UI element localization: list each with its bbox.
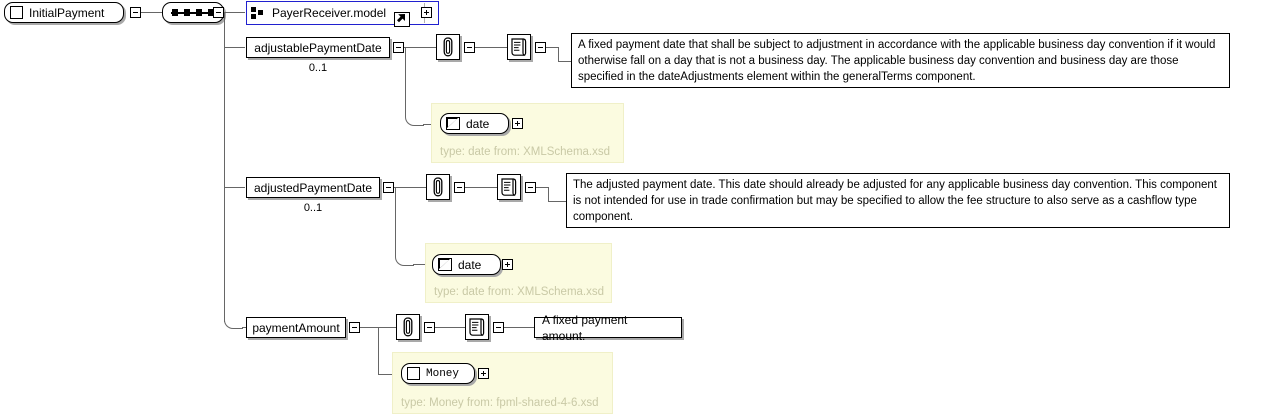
type-node-label: date — [458, 257, 482, 272]
branch-connector-payment-amount — [242, 327, 246, 328]
documentation-box-adjustable: A fixed payment date that shall be subje… — [571, 33, 1230, 88]
root-element-node[interactable]: InitialPayment — [4, 2, 124, 23]
type-panel-footer: type: Money from: fpml-shared-4-6.xsd — [401, 397, 599, 409]
branch-connector-adjusted — [224, 187, 245, 188]
payment-amount-collapse-toggle[interactable] — [349, 322, 360, 333]
sequence-dot — [172, 9, 178, 16]
complex-type-icon — [407, 367, 420, 380]
annotation-paperclip-tile-adjustable[interactable] — [436, 34, 460, 60]
sequence-collapse-toggle[interactable] — [213, 7, 224, 18]
group-reference-payer-receiver-model[interactable]: PayerReceiver.model — [246, 1, 439, 25]
element-label: adjustablePaymentDate — [254, 40, 382, 55]
payment-amount-documentation-toggle[interactable] — [493, 322, 504, 333]
connector-adjusted-to-type-elbow — [395, 247, 414, 266]
connector-adjustable-to-type-elbow — [405, 107, 424, 126]
goto-arrow-icon[interactable] — [394, 12, 410, 27]
group-icon — [251, 7, 264, 19]
group-reference-label: PayerReceiver.model — [272, 6, 387, 20]
sequence-bar — [171, 12, 217, 14]
type-node-label: date — [466, 116, 490, 131]
element-node-adjustable-payment-date[interactable]: adjustablePaymentDate — [246, 37, 390, 58]
branch-connector-adjustable — [224, 47, 245, 48]
documentation-box-payment-amount: A fixed payment amount. — [534, 313, 682, 343]
connector-adjusted-to-annotation — [394, 187, 426, 188]
tree-spine-elbow — [224, 310, 243, 329]
annotation-paperclip-tile-payment-amount[interactable] — [396, 314, 420, 340]
branch-connector-payer-receiver — [224, 12, 245, 13]
element-label: adjustedPaymentDate — [253, 180, 373, 195]
cardinality-label-adjustable: 0..1 — [308, 62, 328, 74]
connector-annotation-to-doc-adjustable — [475, 47, 507, 48]
connector-root-to-sequence — [141, 12, 162, 13]
adjustable-collapse-toggle[interactable] — [393, 42, 404, 53]
group-reference-expand-toggle[interactable] — [421, 7, 432, 18]
documentation-tile-payment-amount[interactable] — [465, 314, 489, 340]
payment-amount-annotation-toggle[interactable] — [424, 322, 435, 333]
connector-doc-drop-adjusted — [548, 187, 549, 201]
adjustable-annotation-toggle[interactable] — [464, 42, 475, 53]
sequence-dot — [196, 9, 202, 16]
simple-type-icon — [438, 258, 452, 271]
connector-payment-amount-type-stub — [378, 374, 392, 375]
connector-doc-enter-adjustable — [558, 61, 571, 62]
connector-adjustable-to-annotation — [404, 47, 436, 48]
connector-adjustable-type-stub — [423, 124, 437, 125]
connector-annotation-to-doc-payment-amount — [435, 327, 465, 328]
type-node-expand-toggle-money[interactable] — [478, 368, 489, 379]
connector-doc-enter-adjusted — [548, 201, 566, 202]
type-node-money[interactable]: Money — [401, 363, 475, 384]
type-node-expand-toggle-adjustable[interactable] — [512, 118, 523, 129]
root-element-label: InitialPayment — [29, 5, 105, 20]
connector-doc-stub-adjustable — [546, 47, 558, 48]
type-panel-footer: type: date from: XMLSchema.xsd — [434, 286, 605, 298]
adjusted-documentation-toggle[interactable] — [525, 182, 536, 193]
connector-doc-stub-payment-amount — [504, 327, 534, 328]
type-node-date-adjusted[interactable]: date — [432, 254, 501, 275]
type-node-label: Money — [426, 367, 460, 380]
connector-doc-drop-adjustable — [558, 47, 559, 61]
type-panel-payment-amount: type: Money from: fpml-shared-4-6.xsd — [392, 352, 613, 414]
tree-spine — [224, 12, 225, 322]
adjusted-annotation-toggle[interactable] — [454, 182, 465, 193]
documentation-box-adjusted: The adjusted payment date. This date sho… — [566, 173, 1230, 228]
annotation-paperclip-tile-adjusted[interactable] — [426, 174, 450, 200]
connector-adjustable-to-type — [405, 47, 406, 115]
type-panel-footer: type: date from: XMLSchema.xsd — [440, 146, 611, 158]
sequence-dot — [208, 9, 214, 16]
connector-payment-amount-to-annotation — [360, 327, 396, 328]
adjustable-documentation-toggle[interactable] — [535, 42, 546, 53]
sequence-dot — [184, 9, 190, 16]
connector-annotation-to-doc-adjusted — [465, 187, 497, 188]
connector-adjusted-to-type — [395, 187, 396, 255]
documentation-tile-adjustable[interactable] — [507, 34, 531, 60]
adjusted-collapse-toggle[interactable] — [383, 182, 394, 193]
documentation-tile-adjusted[interactable] — [497, 174, 521, 200]
connector-adjusted-type-stub — [413, 264, 427, 265]
type-node-date-adjustable[interactable]: date — [440, 113, 509, 134]
simple-type-icon — [446, 117, 460, 130]
connector-doc-stub-adjusted — [536, 187, 548, 188]
cardinality-label-adjusted: 0..1 — [303, 202, 323, 214]
type-node-expand-toggle-adjusted[interactable] — [502, 259, 513, 270]
element-label: paymentAmount — [252, 320, 340, 335]
element-node-adjusted-payment-date[interactable]: adjustedPaymentDate — [246, 177, 380, 198]
root-collapse-toggle[interactable] — [130, 7, 141, 18]
connector-payment-amount-to-type — [378, 327, 379, 375]
element-node-payment-amount[interactable]: paymentAmount — [246, 317, 346, 338]
complex-type-icon — [10, 6, 23, 19]
